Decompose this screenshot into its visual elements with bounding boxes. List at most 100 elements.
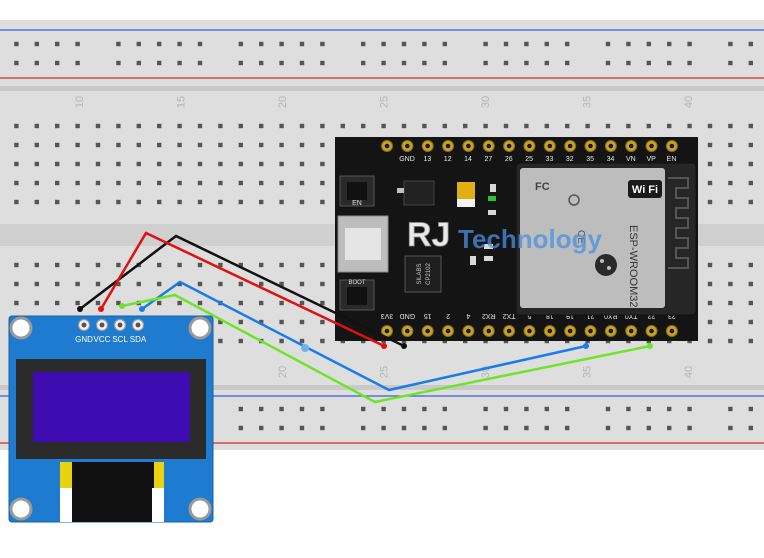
breadboard-hole[interactable]: [95, 180, 101, 186]
breadboard-hole[interactable]: [585, 123, 590, 129]
breadboard-hole[interactable]: [238, 262, 243, 268]
rail-hole[interactable]: [259, 41, 264, 47]
breadboard-hole[interactable]: [299, 338, 305, 344]
breadboard-hole[interactable]: [197, 142, 203, 148]
rail-hole[interactable]: [442, 41, 447, 47]
breadboard-hole[interactable]: [279, 262, 284, 268]
breadboard-hole[interactable]: [116, 123, 121, 129]
breadboard-hole[interactable]: [279, 180, 284, 186]
vcc-wire[interactable]: [99, 231, 385, 348]
breadboard-hole[interactable]: [707, 161, 713, 167]
rail-hole[interactable]: [279, 60, 284, 66]
breadboard-hole[interactable]: [197, 262, 203, 268]
rail-hole[interactable]: [75, 41, 80, 47]
breadboard-hole[interactable]: [218, 319, 223, 325]
rail-hole[interactable]: [422, 406, 427, 412]
rail-hole[interactable]: [524, 425, 529, 431]
breadboard-hole[interactable]: [75, 262, 80, 268]
breadboard-hole[interactable]: [748, 300, 753, 306]
breadboard-hole[interactable]: [320, 281, 325, 287]
rail-hole[interactable]: [401, 41, 407, 47]
breadboard-hole[interactable]: [197, 199, 203, 205]
breadboard-hole[interactable]: [136, 180, 141, 186]
breadboard-hole[interactable]: [95, 161, 101, 167]
rail-hole[interactable]: [605, 406, 611, 412]
breadboard-hole[interactable]: [524, 123, 529, 129]
breadboard-hole[interactable]: [707, 281, 713, 287]
rail-hole[interactable]: [565, 406, 570, 412]
breadboard-hole[interactable]: [279, 161, 284, 167]
breadboard-hole[interactable]: [728, 123, 733, 129]
rail-hole[interactable]: [524, 406, 529, 412]
breadboard-hole[interactable]: [34, 300, 39, 306]
rail-hole[interactable]: [442, 406, 447, 412]
breadboard-hole[interactable]: [116, 281, 121, 287]
breadboard-hole[interactable]: [34, 281, 39, 287]
rail-hole[interactable]: [197, 41, 203, 47]
rail-hole[interactable]: [422, 60, 427, 66]
breadboard-hole[interactable]: [279, 300, 284, 306]
rail-hole[interactable]: [728, 406, 733, 412]
rail-hole[interactable]: [626, 41, 631, 47]
breadboard-hole[interactable]: [116, 199, 121, 205]
rail-hole[interactable]: [238, 425, 243, 431]
breadboard-hole[interactable]: [259, 319, 264, 325]
breadboard-hole[interactable]: [728, 281, 733, 287]
breadboard-hole[interactable]: [320, 180, 325, 186]
breadboard-hole[interactable]: [299, 300, 305, 306]
breadboard-hole[interactable]: [707, 262, 713, 268]
rail-hole[interactable]: [259, 425, 264, 431]
rail-hole[interactable]: [748, 406, 753, 412]
rail-hole[interactable]: [320, 41, 325, 47]
rail-hole[interactable]: [646, 41, 651, 47]
breadboard-hole[interactable]: [340, 123, 345, 129]
breadboard-hole[interactable]: [320, 300, 325, 306]
breadboard-hole[interactable]: [748, 161, 753, 167]
rail-hole[interactable]: [279, 41, 284, 47]
breadboard-hole[interactable]: [238, 180, 243, 186]
rail-hole[interactable]: [157, 60, 162, 66]
breadboard-hole[interactable]: [157, 281, 162, 287]
breadboard-hole[interactable]: [218, 338, 223, 344]
breadboard-hole[interactable]: [14, 180, 19, 186]
breadboard-hole[interactable]: [320, 123, 325, 129]
breadboard-hole[interactable]: [95, 123, 101, 129]
breadboard-hole[interactable]: [14, 123, 19, 129]
rail-hole[interactable]: [524, 41, 529, 47]
breadboard-hole[interactable]: [279, 123, 284, 129]
breadboard-hole[interactable]: [197, 161, 203, 167]
rail-hole[interactable]: [381, 425, 386, 431]
breadboard-hole[interactable]: [95, 262, 101, 268]
rail-hole[interactable]: [14, 41, 19, 47]
rail-hole[interactable]: [748, 425, 753, 431]
breadboard-hole[interactable]: [320, 161, 325, 167]
breadboard-hole[interactable]: [667, 123, 672, 129]
rail-hole[interactable]: [320, 425, 325, 431]
breadboard-hole[interactable]: [95, 199, 101, 205]
rail-hole[interactable]: [259, 60, 264, 66]
breadboard-hole[interactable]: [136, 142, 141, 148]
breadboard-hole[interactable]: [116, 180, 121, 186]
breadboard-hole[interactable]: [279, 199, 284, 205]
rail-hole[interactable]: [728, 425, 733, 431]
breadboard-hole[interactable]: [75, 123, 80, 129]
breadboard-hole[interactable]: [116, 142, 121, 148]
scl-wire[interactable]: [141, 280, 587, 392]
rail-hole[interactable]: [177, 60, 182, 66]
rail-hole[interactable]: [361, 60, 366, 66]
breadboard-hole[interactable]: [707, 142, 713, 148]
breadboard-hole[interactable]: [157, 300, 162, 306]
breadboard-hole[interactable]: [728, 142, 733, 148]
breadboard-hole[interactable]: [75, 180, 80, 186]
rail-hole[interactable]: [667, 41, 672, 47]
breadboard-hole[interactable]: [95, 142, 101, 148]
rail-hole[interactable]: [157, 41, 162, 47]
rail-hole[interactable]: [116, 41, 121, 47]
rail-hole[interactable]: [381, 406, 386, 412]
breadboard-hole[interactable]: [442, 123, 447, 129]
breadboard-hole[interactable]: [707, 338, 713, 344]
breadboard-hole[interactable]: [218, 142, 223, 148]
rail-hole[interactable]: [605, 425, 611, 431]
rail-hole[interactable]: [442, 425, 447, 431]
breadboard-hole[interactable]: [238, 123, 243, 129]
